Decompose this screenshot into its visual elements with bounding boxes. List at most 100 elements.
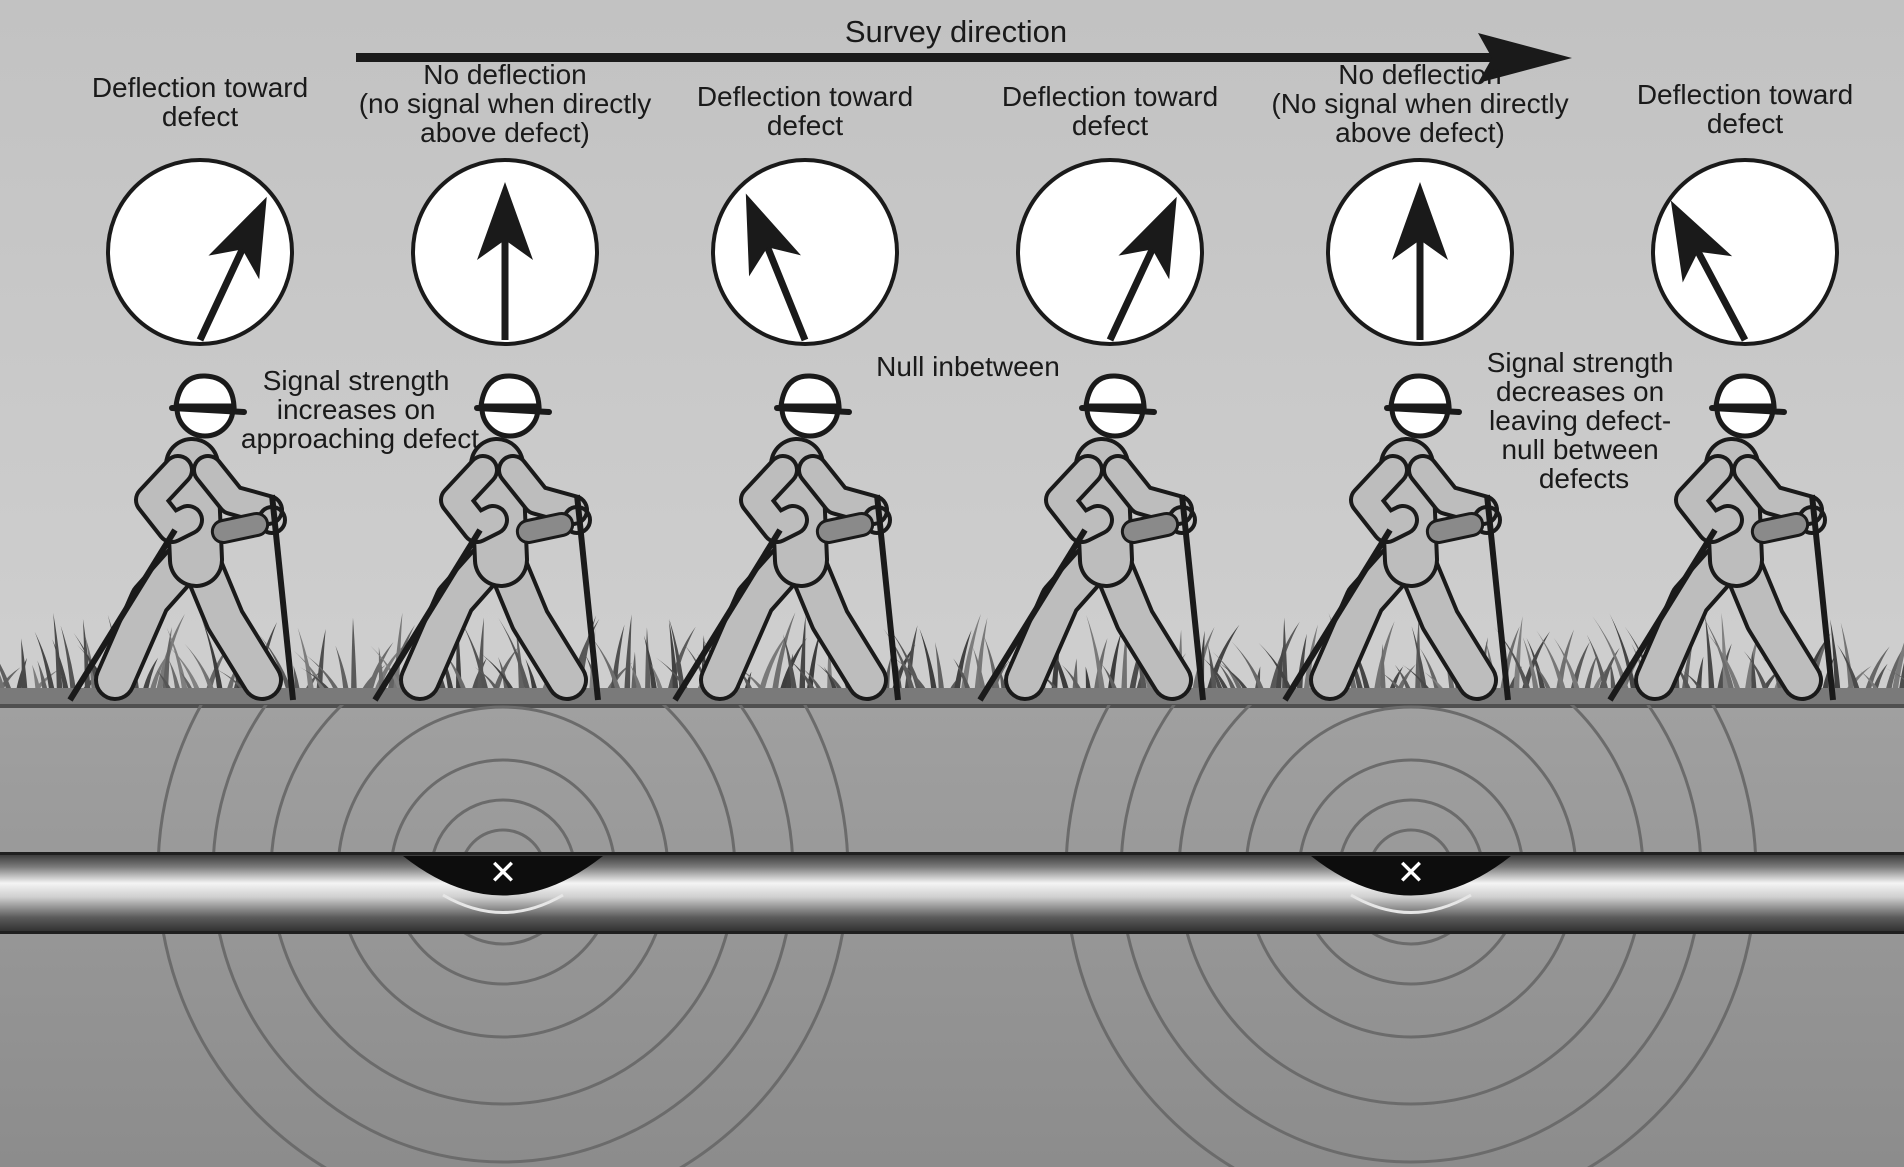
- svg-text:Signal strength increase: Signal strength increases on approaching…: [241, 365, 479, 454]
- meter-3-gauge: [711, 158, 899, 346]
- surveyor-2: [372, 373, 601, 702]
- reference-electrode-pole-back: [372, 528, 483, 702]
- reference-electrode-pole-front: [874, 494, 901, 701]
- grass-blade: [786, 657, 819, 697]
- svg-text:Signal strength decrease: Signal strength decreases on leaving def…: [1487, 347, 1682, 494]
- surveyor-back-arm: [743, 458, 805, 540]
- hard-hat-icon: [1083, 373, 1147, 409]
- grass-blade: [168, 645, 203, 697]
- meter-3-label-line-2: defect: [767, 110, 843, 141]
- surveyor-back-arm: [1048, 458, 1110, 540]
- defect-2-holiday: [1311, 856, 1511, 896]
- meter-4-needle-arrow: [1106, 196, 1177, 342]
- grass-blade: [887, 626, 924, 697]
- surveyor-1: [67, 373, 296, 702]
- annotation-approaching-line-2: increases on: [277, 394, 436, 425]
- annotation-approaching-line-1: Signal strength: [263, 365, 450, 396]
- meter-3-label-line-1: Deflection toward: [697, 81, 913, 112]
- defect-2: ✕: [1311, 853, 1511, 914]
- annotation-leaving-line-2: decreases on: [1496, 376, 1664, 407]
- portable-meter-canister: [210, 511, 270, 545]
- grass-blade: [806, 631, 821, 697]
- grass-blade: [1340, 624, 1372, 697]
- annotation-null: Null inbetween: [876, 351, 1060, 382]
- hard-hat-icon: [173, 373, 237, 409]
- meter-4-label-line-1: Deflection toward: [1002, 81, 1218, 112]
- grass-blade: [1840, 622, 1855, 697]
- meter-1-needle-shaft: [196, 231, 254, 342]
- grass-blade: [1202, 657, 1232, 697]
- meter-3-needle-head: [745, 193, 801, 277]
- meter-2-label-line-3: above defect): [420, 117, 590, 148]
- meter-2-needle-head: [477, 182, 533, 260]
- survey-direction-title: Survey direction: [845, 14, 1067, 49]
- annotation-approaching: Signal strength increases on approaching…: [241, 365, 479, 454]
- grass-blade: [498, 617, 532, 697]
- defect-2-highlight: [1350, 893, 1472, 914]
- meter-6-dial: [1651, 158, 1839, 346]
- surveyor-back-arm: [1353, 458, 1415, 540]
- grass-blade: [461, 622, 490, 697]
- meter-3-needle-arrow: [745, 193, 809, 342]
- surveyor-6: [1607, 373, 1836, 702]
- direction-arrow-head: [1478, 33, 1572, 83]
- surveyor-back-arm: [138, 458, 200, 540]
- grass-blade: [1212, 651, 1246, 697]
- grass-blade: [34, 631, 56, 697]
- grass-blade: [757, 631, 790, 697]
- meter-2-label-line-2: (no signal when directly: [359, 88, 652, 119]
- grass-blade: [259, 634, 294, 697]
- pipeline: [0, 852, 1904, 934]
- defect-1-highlight: [442, 893, 564, 914]
- grass-blade: [370, 645, 406, 697]
- annotation-leaving: Signal strength decreases on leaving def…: [1487, 347, 1682, 494]
- surveyor-front-arm: [501, 458, 585, 522]
- meter-1-needle-head: [208, 196, 267, 280]
- grass-blade: [972, 647, 987, 697]
- annotation-leaving-line-1: Signal strength: [1487, 347, 1674, 378]
- meter-1-label-line-1: Deflection toward: [92, 72, 308, 103]
- grass-blade: [1030, 612, 1071, 697]
- meter-6-needle-head: [1670, 200, 1733, 283]
- grass-blade: [1586, 634, 1610, 697]
- hard-hat-brim: [474, 405, 552, 415]
- reference-electrode-pole-back: [67, 528, 178, 702]
- grass-blade: [1493, 626, 1533, 697]
- meter-6-needle-shaft: [1686, 234, 1749, 342]
- grass-blade: [21, 638, 28, 697]
- meter-5-label-line-3: above defect): [1335, 117, 1505, 148]
- reference-electrode-pole-front: [574, 494, 601, 701]
- grass-blade: [1743, 650, 1771, 697]
- grass-blade: [525, 658, 539, 697]
- soil-background: [0, 705, 1904, 1167]
- surveyor-5: [1282, 373, 1511, 702]
- defect-1: ✕: [403, 853, 603, 914]
- grass-blade: [37, 660, 49, 697]
- reference-electrode-pole-front: [1179, 494, 1206, 701]
- annotation-approaching-line-3: approaching defect: [241, 423, 479, 454]
- defect-1-holiday: [403, 856, 603, 896]
- meter-5-label-line-1: No deflection: [1338, 59, 1501, 90]
- surveyor-front-arm: [196, 458, 280, 522]
- annotation-leaving-line-3: leaving defect-: [1489, 405, 1671, 436]
- grass-blade: [1522, 637, 1540, 697]
- voltmeter-gauges: [106, 158, 1839, 346]
- grass-blade: [304, 653, 343, 697]
- grass-blade: [1231, 641, 1267, 697]
- meter-2-gauge: [411, 158, 599, 346]
- meter-5-needle-shaft: [1416, 222, 1424, 340]
- grass-blade: [1891, 642, 1904, 697]
- grass-blade: [60, 625, 77, 697]
- meter-4-label-line-2: defect: [1072, 110, 1148, 141]
- grass-blade: [1411, 626, 1428, 697]
- meter-5-label-line-2: (No signal when directly: [1271, 88, 1568, 119]
- grass-blade: [297, 627, 315, 697]
- surveyor-front-arm: [1106, 458, 1190, 522]
- meter-3-needle-shaft: [757, 229, 809, 342]
- surveyor-front-arm: [1411, 458, 1495, 522]
